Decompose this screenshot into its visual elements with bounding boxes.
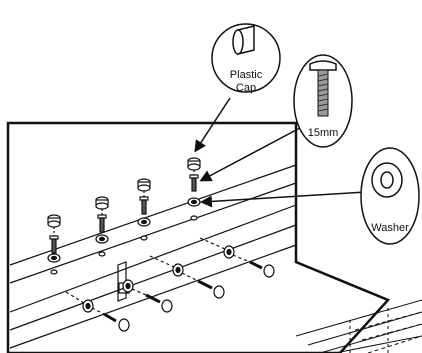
fastener-column-4 <box>187 157 201 221</box>
plastic-cap-icon <box>232 25 255 55</box>
side-fastener-3 <box>149 255 225 299</box>
plastic-cap-label-line1: Plastic <box>230 69 263 81</box>
detail-frame <box>6 121 391 353</box>
side-fasteners <box>65 237 275 332</box>
plastic-cap-callout: Plastic Cap <box>194 23 281 153</box>
fastener-column-1 <box>47 214 61 275</box>
plastic-cap-label-line2: Cap <box>236 82 256 94</box>
side-fastener-2 <box>122 279 173 313</box>
top-fasteners <box>47 157 201 275</box>
bolt-callout: 15mm <box>199 54 353 182</box>
washer-label: Washer <box>371 222 409 234</box>
washer-icon <box>371 162 403 198</box>
washer-callout: Washer <box>200 147 420 245</box>
fastener-column-3 <box>137 178 151 241</box>
fastener-column-2 <box>95 196 109 257</box>
bolt-leader <box>199 127 301 182</box>
washer-leader <box>200 191 367 208</box>
bolt-label: 15mm <box>308 127 339 139</box>
plastic-cap-leader <box>194 97 231 153</box>
bolt-icon <box>309 60 337 117</box>
rails <box>9 164 297 349</box>
side-fastener-4 <box>199 237 275 278</box>
side-fastener-1 <box>65 291 130 332</box>
outer-rails <box>295 299 422 353</box>
